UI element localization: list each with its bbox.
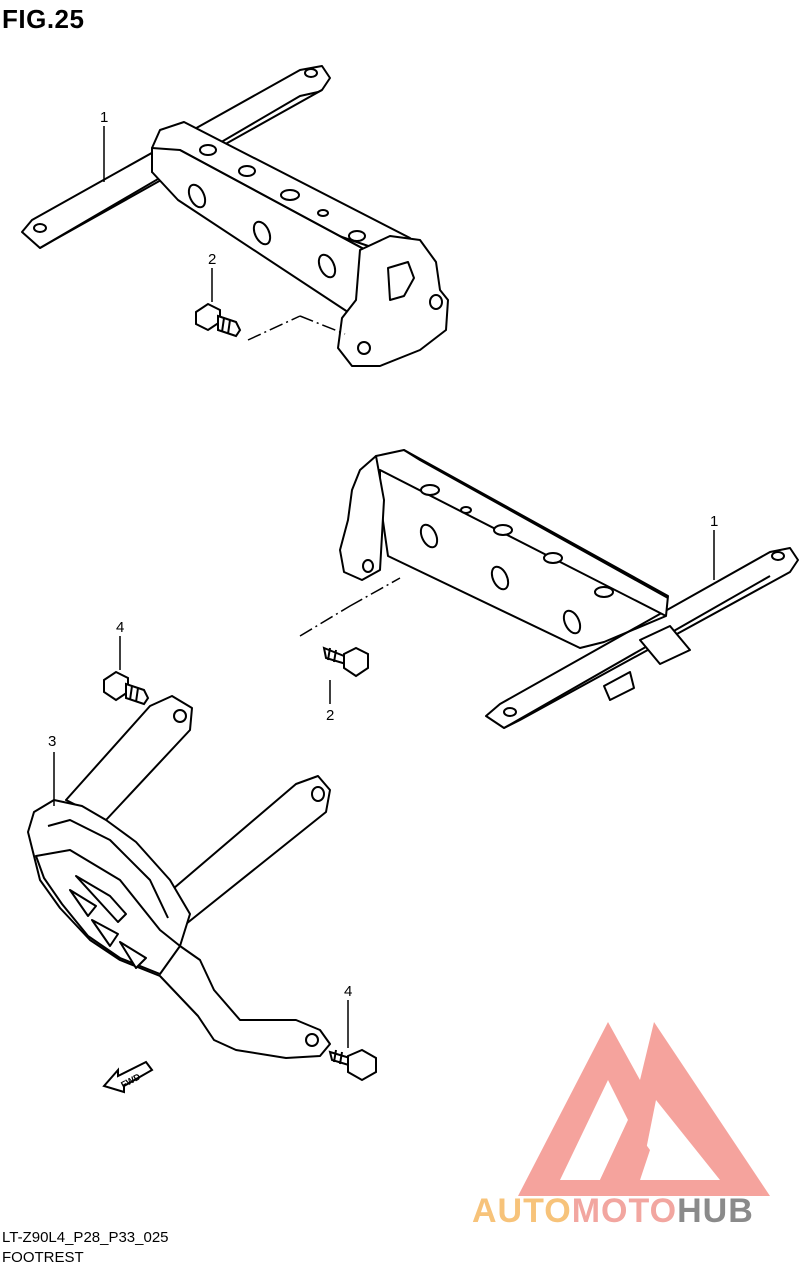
footrest-bracket-upper [21, 65, 449, 367]
callout-part-2-mid: 2 [326, 707, 334, 724]
callout-part-1-top: 1 [100, 109, 108, 126]
bolt-4-upper [103, 670, 150, 706]
watermark-auto: AUTO [472, 1192, 572, 1230]
footer-caption: LT-Z90L4_P28_P33_025 FOOTREST [2, 1228, 169, 1268]
callout-part-2-top: 2 [208, 251, 216, 268]
watermark-logo-icon [518, 1022, 770, 1196]
callout-part-3: 3 [48, 733, 56, 750]
footrest-bracket-lower [339, 449, 799, 729]
bolt-middle [322, 646, 369, 678]
foot-guard [27, 695, 331, 1059]
bolt-4-lower [328, 1048, 377, 1082]
callout-part-4-lower: 4 [344, 983, 352, 1000]
diagram-code: LT-Z90L4_P28_P33_025 [2, 1229, 169, 1246]
bolt-upper [195, 302, 242, 338]
callout-part-1-mid: 1 [710, 513, 718, 530]
watermark-text: AUTOMOTOHUB [472, 1192, 754, 1231]
watermark-hub: HUB [677, 1192, 754, 1230]
figure-title: FIG.25 [2, 4, 85, 34]
diagram-name: FOOTREST [2, 1249, 84, 1266]
watermark-moto: MOTO [571, 1192, 678, 1230]
callout-part-4-upper: 4 [116, 619, 124, 636]
fwd-arrow-icon: FWD [102, 1060, 154, 1094]
